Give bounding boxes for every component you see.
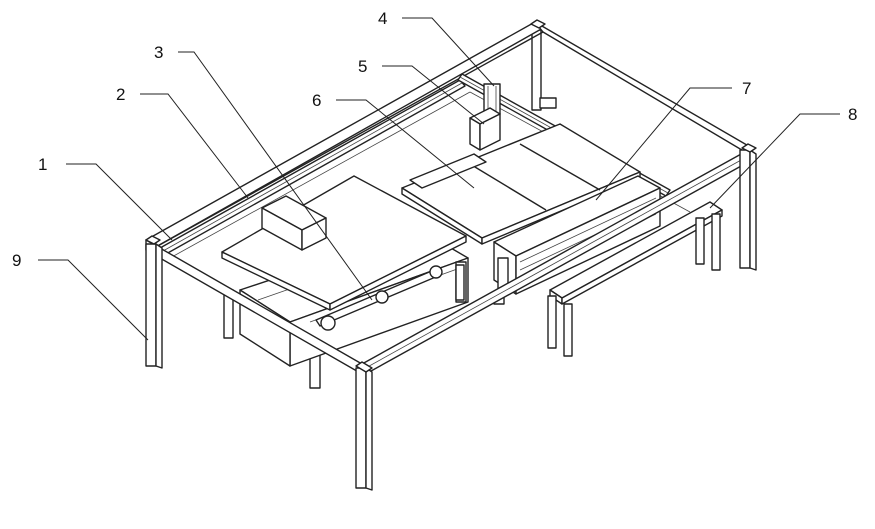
callout-labels: 1 2 3 4 5 6 7 8 9 xyxy=(12,9,857,270)
leader-6 xyxy=(336,99,475,189)
frame-front xyxy=(145,19,757,491)
box-on-plate xyxy=(261,195,327,251)
leader-lines xyxy=(38,17,840,341)
leader-1 xyxy=(66,163,173,241)
label-6: 6 xyxy=(312,91,321,110)
leader-2 xyxy=(140,93,249,199)
leg-left xyxy=(145,243,157,367)
label-9: 9 xyxy=(12,251,21,270)
leader-4 xyxy=(402,17,495,87)
label-2: 2 xyxy=(116,85,125,104)
label-3: 3 xyxy=(154,43,163,62)
leader-5 xyxy=(382,65,485,125)
plate-3 xyxy=(221,175,467,311)
leader-9 xyxy=(38,259,149,341)
middle-table xyxy=(401,123,641,245)
label-1: 1 xyxy=(38,155,47,174)
label-4: 4 xyxy=(378,9,387,28)
leg-front xyxy=(355,367,367,489)
label-5: 5 xyxy=(358,57,367,76)
gantry xyxy=(469,83,557,151)
leader-8 xyxy=(709,113,840,209)
bench-8 xyxy=(547,201,723,357)
label-7: 7 xyxy=(742,79,751,98)
leader-3 xyxy=(178,51,373,301)
label-8: 8 xyxy=(848,105,857,124)
leader-7 xyxy=(595,87,732,201)
